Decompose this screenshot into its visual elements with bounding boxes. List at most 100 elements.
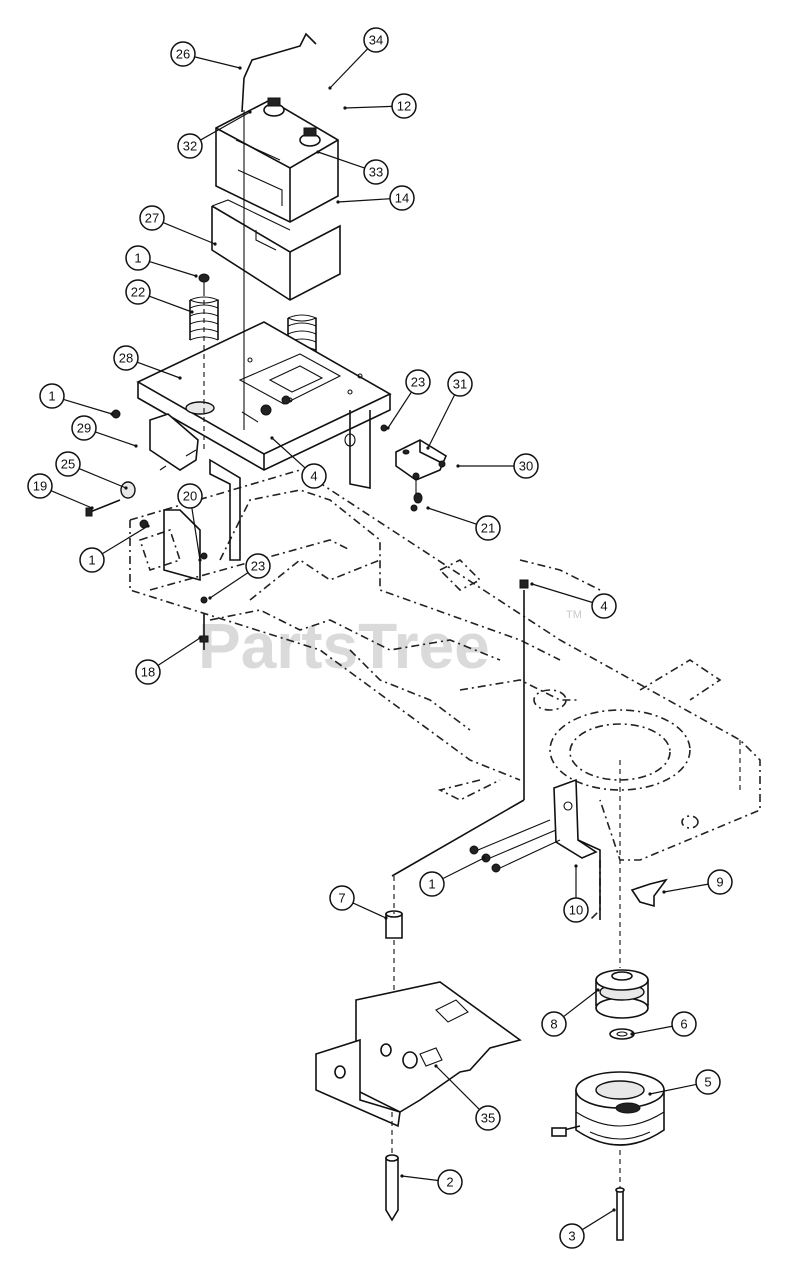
leader-line (78, 468, 127, 489)
leader-dot (248, 110, 252, 114)
callout-label: 14 (395, 191, 409, 206)
leader-dot (190, 310, 194, 314)
battery-cable (241, 32, 317, 113)
callout-label: 31 (453, 377, 467, 392)
callout-circle (301, 463, 327, 489)
callout-label: 3 (568, 1229, 575, 1244)
leader-dot (384, 916, 388, 920)
leader-dot (662, 890, 666, 894)
callout-circle (513, 453, 539, 479)
callout-label: 1 (48, 389, 55, 404)
callout-circle (447, 371, 473, 397)
callout-21: 21 (426, 506, 501, 541)
leader-line (149, 260, 197, 277)
leader-line (209, 572, 249, 599)
leader-line (435, 1065, 480, 1110)
right-rod (391, 579, 529, 877)
callout-label: 1 (134, 251, 141, 266)
leader-line (427, 507, 477, 525)
leader-dot (178, 376, 182, 380)
leader-line (663, 883, 709, 893)
callout-1: 1 (419, 856, 486, 897)
callout-circle (475, 515, 501, 541)
leader-dot (434, 1064, 438, 1068)
callout-34: 34 (328, 27, 389, 90)
callout-2: 2 (400, 1169, 463, 1195)
callout-circle (419, 871, 445, 897)
leader-line (352, 902, 387, 919)
leader-dot (574, 864, 578, 868)
leader-line (329, 48, 369, 89)
leader-line (200, 111, 251, 141)
callout-9: 9 (662, 869, 733, 895)
callout-23: 23 (208, 553, 271, 600)
callout-circle (591, 593, 617, 619)
spacer-7 (385, 876, 403, 1000)
callout-6: 6 (630, 1011, 697, 1037)
callout-label: 35 (481, 1111, 495, 1126)
callout-label: 23 (251, 559, 265, 574)
callout-circle (27, 473, 53, 499)
leader-line (157, 637, 201, 666)
callout-27: 27 (139, 205, 217, 246)
pto-clutch (551, 1071, 665, 1146)
leader-dot (328, 86, 332, 90)
callout-circle (707, 869, 733, 895)
washer-6 (609, 1028, 635, 1040)
callout-30: 30 (456, 453, 539, 479)
battery (215, 97, 339, 223)
callout-circle (79, 547, 105, 573)
pivot-bracket (315, 981, 522, 1128)
leader-dot (482, 856, 486, 860)
callout-label: 4 (600, 599, 607, 614)
leader-line (271, 437, 306, 469)
leader-dot (146, 524, 150, 528)
callout-label: 9 (716, 875, 723, 890)
leader-line (563, 989, 599, 1018)
callout-circle (245, 553, 271, 579)
leader-line (95, 431, 137, 447)
leader-dot (648, 1092, 652, 1096)
callout-circle (177, 133, 203, 159)
callout-circle (329, 885, 355, 911)
leader-dot (134, 444, 138, 448)
callout-label: 10 (569, 903, 583, 918)
callout-1: 1 (125, 245, 198, 278)
callout-label: 34 (369, 33, 383, 48)
callout-1: 1 (79, 524, 150, 573)
left-hardware (85, 409, 209, 650)
callout-31: 31 (426, 371, 473, 450)
callout-label: 18 (141, 665, 155, 680)
switch (380, 424, 448, 512)
leader-dot (90, 506, 94, 510)
callout-label: 22 (131, 285, 145, 300)
callout-circle (135, 659, 161, 685)
callout-5: 5 (648, 1069, 721, 1096)
leader-dot (270, 436, 274, 440)
bolt-3 (615, 1150, 625, 1241)
callout-circle (363, 159, 389, 185)
callout-circle (39, 383, 65, 409)
leader-dot (110, 412, 114, 416)
callout-14: 14 (336, 185, 415, 211)
callout-label: 7 (338, 891, 345, 906)
callout-label: 4 (310, 469, 317, 484)
callout-circle (671, 1011, 697, 1037)
leader-line (531, 583, 593, 604)
callout-label: 19 (33, 479, 47, 494)
callout-label: 29 (77, 421, 91, 436)
callout-circle (71, 415, 97, 441)
callout-circle (55, 451, 81, 477)
callout-label: 26 (176, 47, 190, 62)
callout-23: 23 (386, 369, 431, 430)
leader-dot (530, 582, 534, 586)
leader-dot (316, 150, 320, 154)
callout-label: 20 (183, 489, 197, 504)
leader-dot (400, 1174, 404, 1178)
callout-33: 33 (316, 150, 389, 185)
callout-12: 12 (343, 93, 417, 119)
leader-line (194, 56, 241, 69)
callout-label: 25 (61, 457, 75, 472)
leader-line (387, 391, 412, 429)
